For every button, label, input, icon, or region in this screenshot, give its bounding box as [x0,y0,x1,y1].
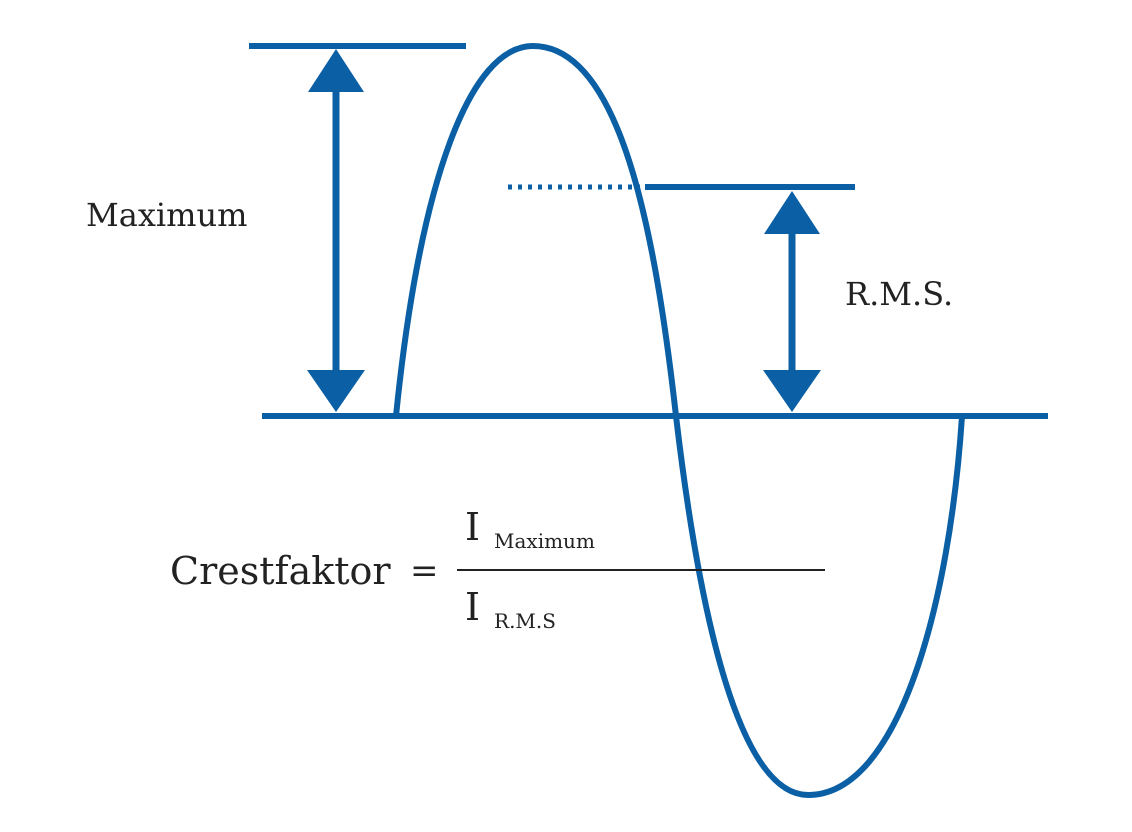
rms-double-arrow [763,191,821,412]
denominator-symbol: I [465,585,481,629]
denominator-subscript: R.M.S [494,609,556,633]
numerator-subscript: Maximum [494,529,595,553]
rms-arrowhead-down [763,370,821,412]
formula-equals-sign: = [410,551,439,591]
sine-wave [393,42,965,799]
formula-name: Crestfaktor [170,549,391,593]
numerator-symbol: I [465,505,481,549]
formula-denominator: I R.M.S [465,585,556,633]
formula-numerator: I Maximum [465,505,595,553]
maximum-arrowhead-up [308,49,364,92]
maximum-label: Maximum [86,196,248,234]
maximum-arrowhead-down [307,370,365,412]
rms-label: R.M.S. [845,275,954,313]
fraction-bar [457,569,825,571]
rms-arrowhead-up [764,191,820,234]
maximum-double-arrow [307,49,365,412]
